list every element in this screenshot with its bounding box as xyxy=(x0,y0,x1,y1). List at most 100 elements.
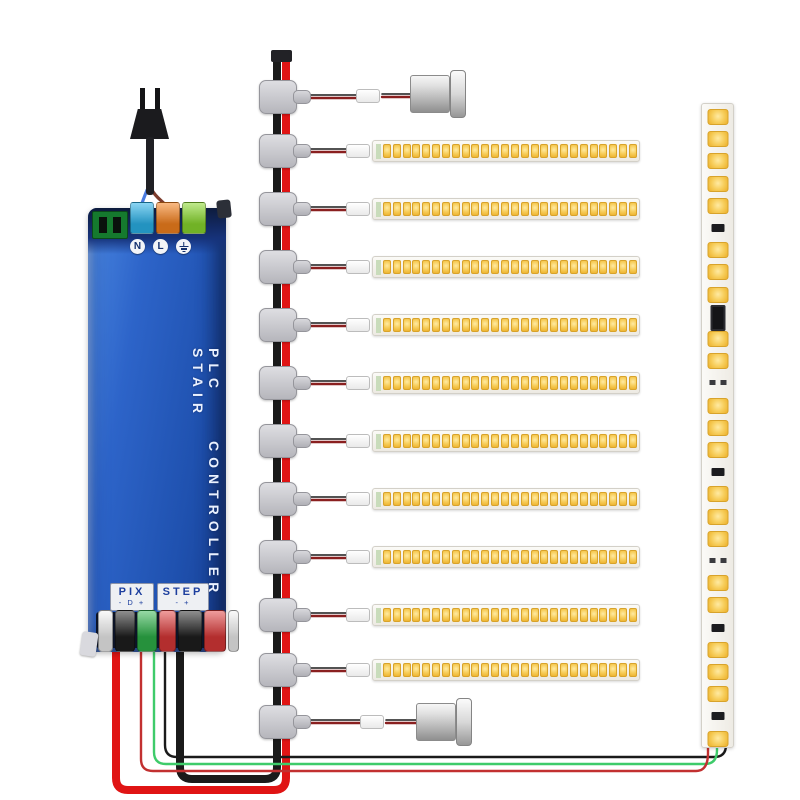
led xyxy=(451,260,460,274)
solder-pad xyxy=(376,259,381,275)
led xyxy=(432,608,441,622)
led xyxy=(550,318,559,332)
sensor-barrel xyxy=(416,703,456,741)
led xyxy=(579,376,588,390)
t-connector xyxy=(259,366,297,400)
smd-chip xyxy=(711,712,724,721)
led xyxy=(540,492,549,506)
led xyxy=(609,492,618,506)
t-connector xyxy=(259,134,297,168)
led-row xyxy=(381,492,639,506)
led xyxy=(619,663,628,677)
led xyxy=(530,434,539,448)
led xyxy=(540,434,549,448)
led xyxy=(619,202,628,216)
led xyxy=(382,318,391,332)
ac-terminal-label: L xyxy=(153,239,168,254)
smd-chip xyxy=(711,623,724,632)
ground-icon xyxy=(182,241,185,246)
led xyxy=(471,434,480,448)
t-connector xyxy=(259,540,297,574)
led xyxy=(569,663,578,677)
led xyxy=(530,608,539,622)
led xyxy=(550,550,559,564)
led xyxy=(392,202,401,216)
led xyxy=(451,608,460,622)
led xyxy=(520,550,529,564)
strip-plug-connector xyxy=(346,492,370,506)
led xyxy=(589,376,598,390)
port-pix-label: PIX xyxy=(118,586,146,598)
led xyxy=(569,202,578,216)
led xyxy=(481,202,490,216)
led xyxy=(550,202,559,216)
led xyxy=(520,144,529,158)
led xyxy=(471,608,480,622)
led xyxy=(579,492,588,506)
led xyxy=(599,202,608,216)
led xyxy=(491,608,500,622)
led xyxy=(609,260,618,274)
led xyxy=(579,144,588,158)
smd-chip xyxy=(711,468,724,477)
led xyxy=(510,434,519,448)
led xyxy=(491,663,500,677)
t-connector-outlet xyxy=(293,260,311,274)
led xyxy=(569,260,578,274)
led xyxy=(471,376,480,390)
led xyxy=(491,318,500,332)
led xyxy=(412,663,421,677)
led xyxy=(422,202,431,216)
led xyxy=(569,376,578,390)
led-strip xyxy=(372,546,640,568)
led xyxy=(550,492,559,506)
led xyxy=(441,663,450,677)
led xyxy=(707,486,728,503)
led xyxy=(707,508,728,525)
led xyxy=(619,434,628,448)
led xyxy=(707,641,728,658)
led xyxy=(619,144,628,158)
led xyxy=(550,144,559,158)
led xyxy=(491,550,500,564)
led xyxy=(560,434,569,448)
led-row xyxy=(381,550,639,564)
led xyxy=(707,286,728,303)
stair-sensor-bottom xyxy=(416,698,472,746)
led xyxy=(412,260,421,274)
led xyxy=(579,202,588,216)
solder-pad xyxy=(376,549,381,565)
t-connector-outlet xyxy=(293,715,311,729)
led xyxy=(412,492,421,506)
t-connector-outlet xyxy=(293,608,311,622)
led xyxy=(471,202,480,216)
led xyxy=(569,492,578,506)
led xyxy=(392,434,401,448)
led xyxy=(609,202,618,216)
led xyxy=(422,550,431,564)
ground-icon xyxy=(182,250,185,252)
led xyxy=(500,318,509,332)
sensor-barrel xyxy=(410,75,450,113)
led xyxy=(432,550,441,564)
output-terminal-clip xyxy=(204,610,226,652)
led xyxy=(500,550,509,564)
led xyxy=(441,376,450,390)
ac-clip-neutral xyxy=(130,202,154,234)
output-terminal-clip xyxy=(159,610,176,652)
led xyxy=(520,608,529,622)
led xyxy=(422,663,431,677)
led-strip xyxy=(372,659,640,681)
led xyxy=(382,202,391,216)
led xyxy=(441,434,450,448)
led xyxy=(628,434,637,448)
led xyxy=(451,202,460,216)
led xyxy=(510,608,519,622)
led xyxy=(412,608,421,622)
led xyxy=(471,492,480,506)
sensor-flange xyxy=(456,698,472,746)
led xyxy=(569,608,578,622)
led-strip xyxy=(372,314,640,336)
output-terminal-clip xyxy=(115,610,135,652)
